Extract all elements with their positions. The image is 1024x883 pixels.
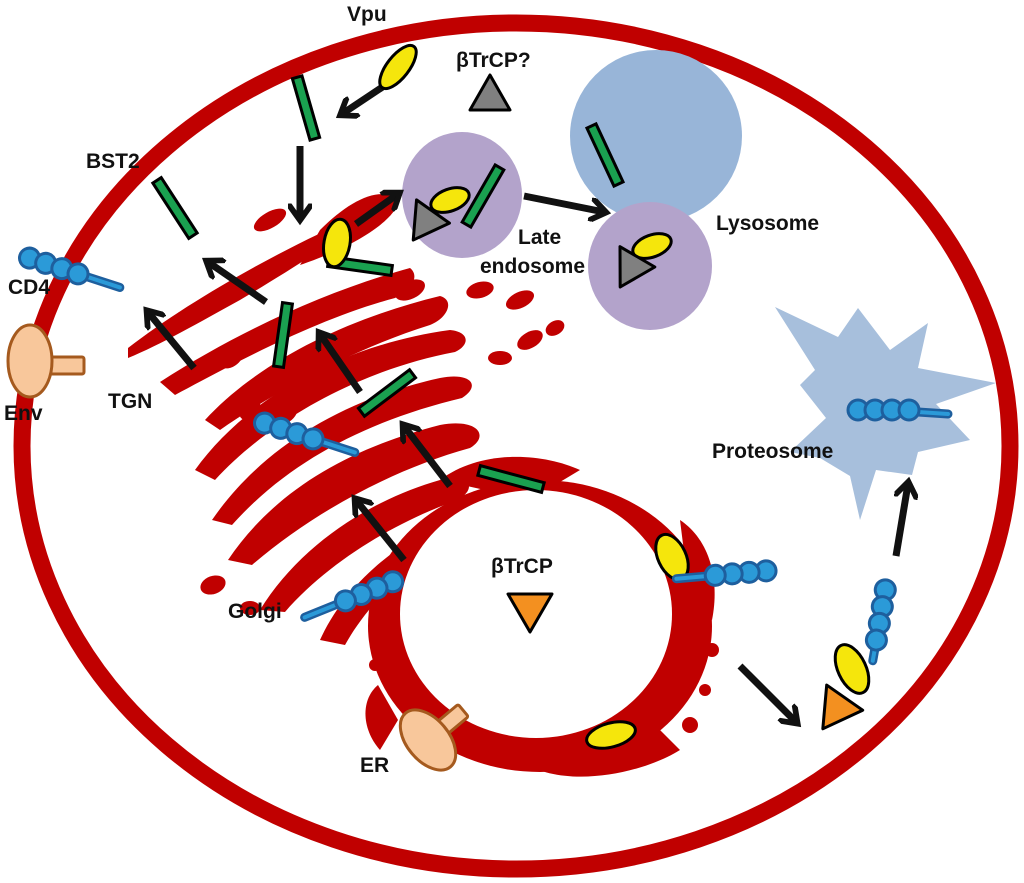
golgi-apparatus [128, 194, 565, 645]
cd4-icon [300, 570, 405, 622]
label-lysosome: Lysosome [716, 212, 819, 235]
label-tgn: TGN [108, 390, 152, 413]
btrcp-unknown-icon [468, 73, 512, 112]
cd4-icon [671, 559, 778, 587]
label-vpu: Vpu [347, 3, 387, 26]
label-env: Env [4, 402, 43, 425]
label-er: ER [360, 754, 389, 777]
vpu-icon [585, 720, 637, 750]
bst2-icon [290, 74, 322, 142]
cd4-icon [18, 246, 125, 292]
bst2-icon [271, 300, 295, 370]
cd4-icon [846, 398, 953, 422]
cd4-icon [864, 578, 897, 666]
cd4-icon [253, 411, 360, 457]
transport-arrows [148, 75, 908, 722]
env-icon [6, 323, 86, 399]
vpu-icon [429, 186, 471, 214]
vpu-molecules [322, 43, 871, 750]
vpu-icon [833, 643, 871, 695]
labels: Vpu βTrCP? BST2 CD4 Env TGN Late endosom… [4, 3, 833, 777]
bst2-icon [475, 463, 547, 495]
bst2-icon [150, 175, 200, 241]
label-cd4: CD4 [8, 276, 50, 299]
label-golgi: Golgi [228, 600, 282, 623]
label-late: Late [518, 226, 561, 249]
label-endosome: endosome [480, 255, 585, 278]
label-btrcp: βTrCP [491, 555, 553, 578]
bst2-icon [584, 121, 626, 189]
bst2-icon [356, 367, 418, 419]
cell-membrane [13, 14, 1019, 878]
label-btrcp-unknown: βTrCP? [456, 49, 531, 72]
env-icon [398, 703, 470, 772]
label-proteosome: Proteosome [712, 440, 833, 463]
bst2-icon [460, 162, 506, 230]
label-bst2: BST2 [86, 150, 140, 173]
cd4-molecules [18, 246, 953, 666]
vpu-icon [322, 217, 352, 269]
vpu-icon [378, 43, 418, 91]
